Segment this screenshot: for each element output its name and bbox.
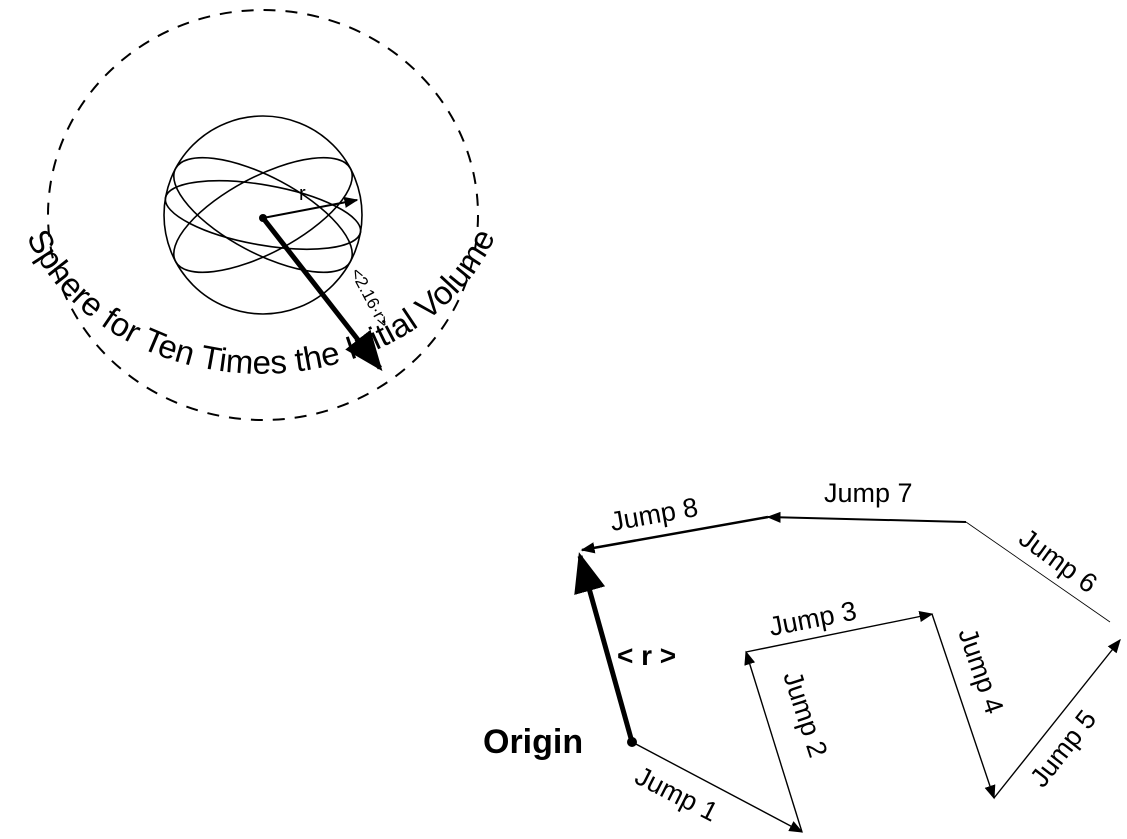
jump-5-arrow bbox=[993, 638, 1121, 799]
expanded-radius-arrow bbox=[261, 216, 383, 372]
radius-arrow bbox=[262, 196, 359, 219]
mean-displacement-label: < r > bbox=[617, 640, 676, 671]
jump-8-label: Jump 8 bbox=[608, 492, 700, 537]
jump-8-arrow bbox=[580, 515, 769, 554]
jump-1-label: Jump 1 bbox=[630, 761, 723, 828]
mean-displacement-arrow bbox=[574, 552, 635, 743]
origin-dot bbox=[627, 737, 637, 747]
jump-5-label: Jump 5 bbox=[1024, 704, 1102, 792]
jump-4-label: Jump 4 bbox=[952, 624, 1009, 717]
radius-label: r bbox=[299, 183, 306, 205]
jump-6-label: Jump 6 bbox=[1013, 523, 1102, 599]
inner-sphere bbox=[163, 115, 363, 315]
origin-label: Origin bbox=[483, 723, 583, 761]
jump-2-arrow bbox=[744, 650, 803, 833]
jump-7-arrow bbox=[766, 511, 967, 523]
random-walk: Origin < r > Jump 1 Jump 2 Jump 3 Jump 4… bbox=[483, 478, 1121, 833]
sphere-figure: r <2.16·r> Sphere for Ten Times the Init… bbox=[20, 9, 502, 421]
jump-7-label: Jump 7 bbox=[824, 478, 913, 508]
sphere-caption: Sphere for Ten Times the Initial Volume bbox=[20, 223, 502, 381]
jump-2-label: Jump 2 bbox=[777, 668, 833, 761]
jump-3-label: Jump 3 bbox=[766, 596, 859, 642]
jump-1-arrow bbox=[631, 741, 804, 833]
jump-6-arrow bbox=[965, 521, 1111, 623]
jump-4-arrow bbox=[931, 613, 996, 800]
outer-dashed-sphere bbox=[47, 9, 479, 421]
jump-3-arrow bbox=[745, 611, 934, 653]
